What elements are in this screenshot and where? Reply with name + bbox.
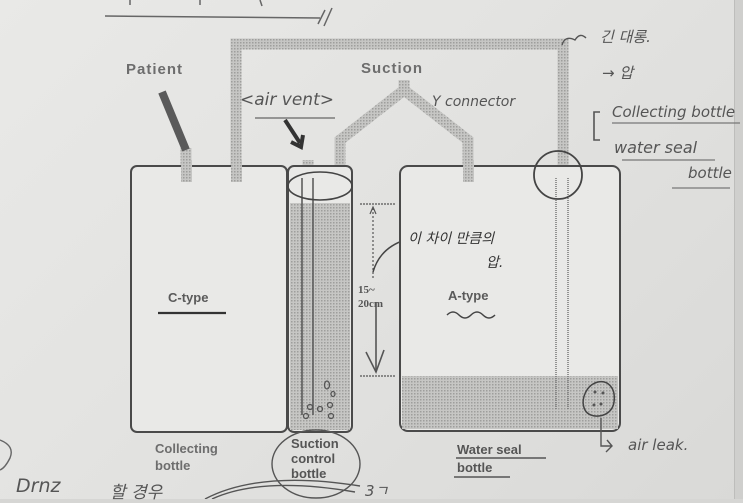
collecting-bottle	[130, 165, 288, 433]
air-leak-circle	[582, 380, 616, 417]
air-vent-circle	[287, 171, 353, 201]
note-bottom-mid: 할 경우	[110, 483, 163, 503]
suction-control-line1: Suction	[291, 436, 339, 451]
suction-control-water	[290, 203, 350, 430]
note-air-vent: <air vent>	[240, 90, 334, 110]
label-suction-control-bottle: Suction control bottle	[291, 436, 339, 481]
label-a-type: A-type	[448, 288, 489, 303]
water-seal-water	[402, 376, 618, 429]
suction-control-line2: control	[291, 451, 336, 466]
label-patient: Patient	[126, 61, 184, 78]
note-y-connector: Y connector	[432, 94, 516, 110]
water-seal-line2: bottle	[457, 460, 493, 475]
label-water-seal-bottle: Water seal bottle	[457, 441, 522, 477]
note-pressure-line1: 이 차이 만큼의	[408, 231, 495, 247]
note-bracket-line2: water seal	[614, 138, 698, 157]
top-handwriting-line	[104, 0, 333, 27]
water-seal-line1: Water seal	[457, 442, 522, 457]
note-arrow: → 압	[602, 64, 634, 82]
depth-label-line2: 20cm	[358, 298, 384, 310]
long-tube-circle	[533, 150, 583, 200]
note-long-tube: 긴 대롱.	[600, 28, 651, 46]
water-seal-bottle	[399, 165, 621, 432]
note-bottom-right: 3ㄱ	[365, 482, 389, 500]
note-bracket-line3: bottle	[688, 164, 732, 182]
label-c-type: C-type	[168, 290, 209, 305]
page-edge	[734, 0, 743, 499]
patient-tube	[158, 90, 190, 152]
label-suction: Suction	[361, 60, 423, 77]
suction-control-line3: bottle	[291, 466, 327, 481]
collecting-line2: bottle	[155, 458, 191, 473]
note-pressure-line2: 압.	[486, 255, 504, 271]
label-collecting-bottle: Collecting bottle	[155, 440, 218, 474]
note-bottom-left: Drnz	[16, 475, 61, 497]
depth-label-line1: 15~	[358, 284, 375, 296]
note-bracket-line1: Collecting bottle	[612, 103, 736, 121]
bubbles	[302, 380, 336, 420]
collecting-line1: Collecting	[155, 441, 218, 456]
note-air-leak: air leak.	[628, 436, 689, 454]
air-vent-arrow	[283, 118, 305, 150]
